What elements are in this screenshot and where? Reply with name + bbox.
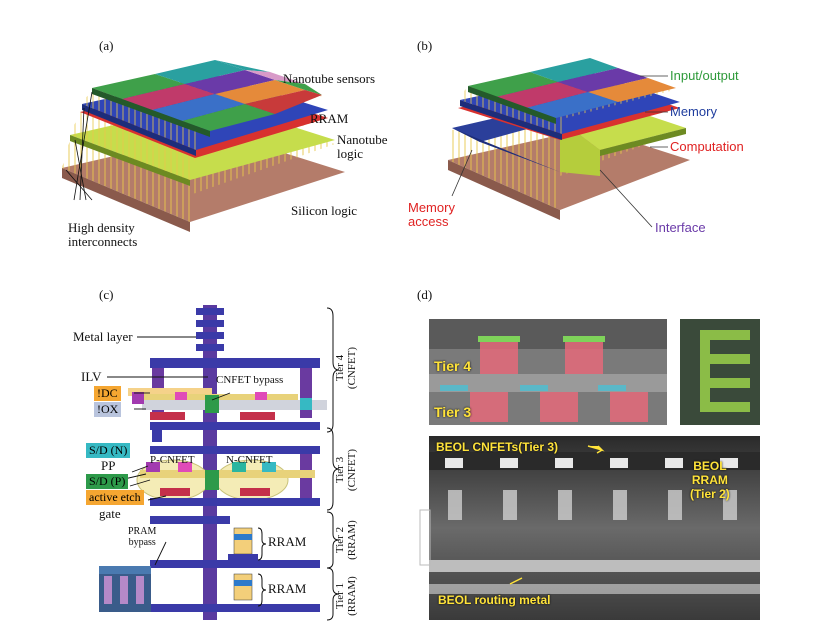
tag-iox: !OX [94,402,122,417]
label-rram-tier2: RRAM [268,534,307,549]
pram-bypass-inset [99,566,151,612]
panel-a-letter: (a) [99,38,114,53]
panel-b-letter: (b) [417,38,433,53]
sem-label-tier-3: Tier 3 [434,404,472,420]
input-output-layer [468,58,676,124]
sem-tier-4-3 [429,319,667,425]
label-cnfet-bypass: CNFET bypass [216,374,284,386]
tag-active-etch: active etch [86,490,144,505]
sem-top-view [680,319,760,425]
label-pram-bypass: PRAM bypass [128,526,157,548]
panel-d-letter: (d) [417,287,433,302]
sem-cross-section [429,436,760,620]
tag-sd-p: S/D (P) [86,474,129,489]
label-computation: Computation [670,139,744,154]
label-rram: RRAM [310,111,349,126]
label-input-output: Input/output [670,68,739,83]
label-nanotube-logic: Nanotube logic [337,132,388,161]
nanotube-sensor-layer [92,60,322,137]
label-memory: Memory [670,104,717,119]
label-silicon-logic: Silicon logic [291,203,358,218]
label-high-density-interconnects: High density interconnects [68,220,138,249]
label-memory-access: Memory access [408,200,455,229]
label-p-cnfet: P-CNFET [150,454,195,466]
panel-c-letter: (c) [99,287,114,302]
label-interface: Interface [655,220,706,235]
label-gate: gate [99,506,121,521]
sem-label-tier-4: Tier 4 [434,358,472,374]
label-rram-tier1: RRAM [268,581,307,596]
sem-label-beol-rram: BEOL RRAM (Tier 2) [690,459,730,501]
label-pp: PP [101,458,116,473]
sem-label-beol-cnfets: BEOL CNFETs(Tier 3) [436,440,559,454]
sem-label-routing-metal: BEOL routing metal [438,593,551,607]
label-n-cnfet: N-CNFET [226,454,273,466]
tag-sd-n: S/D (N) [86,443,131,458]
label-ilv: ILV [81,369,102,384]
label-nanotube-sensors: Nanotube sensors [283,71,376,86]
tag-idc: !DC [94,386,121,401]
label-metal-layer: Metal layer [73,329,133,344]
